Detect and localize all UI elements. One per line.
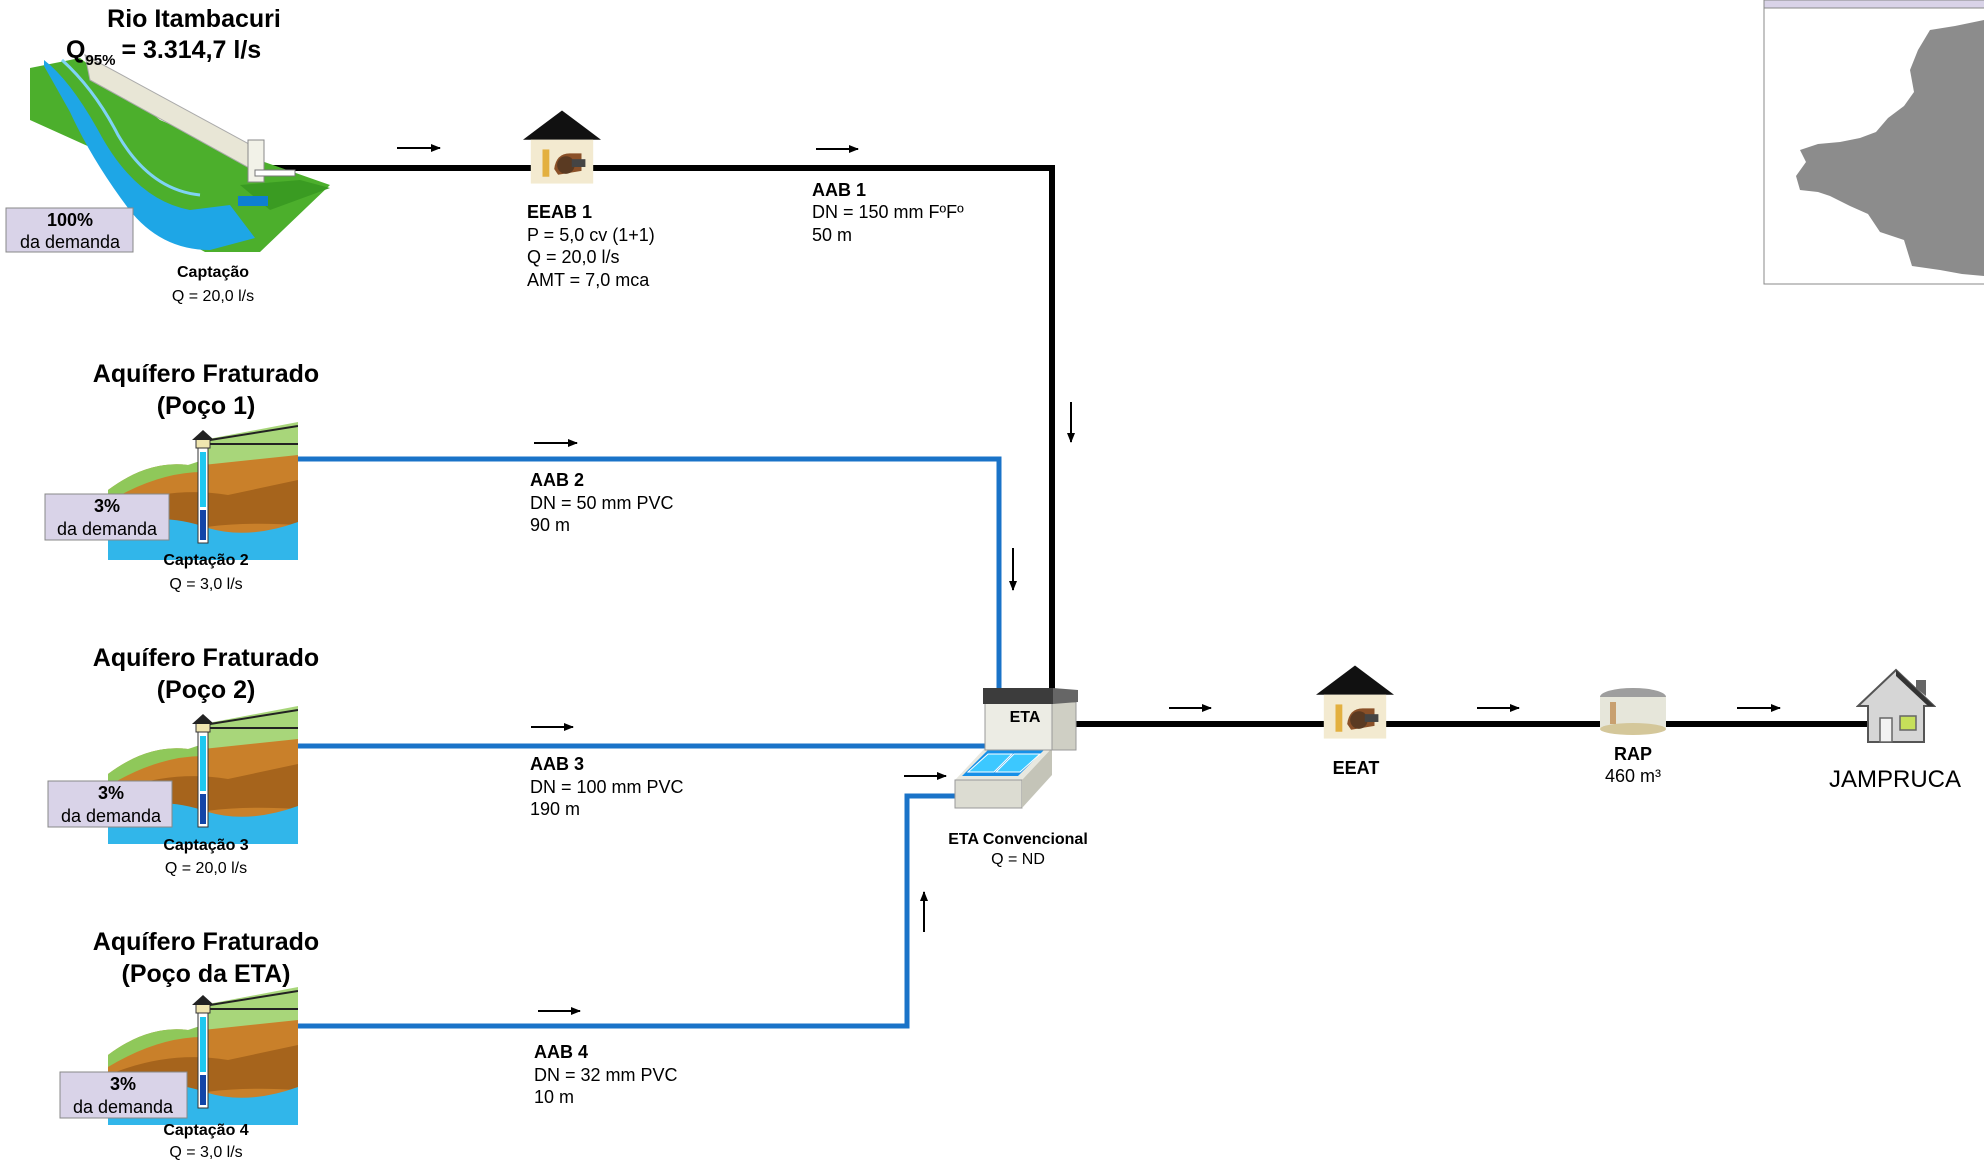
aab3-dn: DN = 100 mm PVC <box>530 777 684 797</box>
pump-house-icon <box>523 110 601 184</box>
treatment-plant-icon <box>954 688 1078 809</box>
river-intake-label: Captação <box>177 264 249 281</box>
eeab1-flow: Q = 20,0 l/s <box>527 247 620 267</box>
aab1-name: AAB 1 <box>812 180 866 200</box>
aab4-dn: DN = 32 mm PVC <box>534 1065 678 1085</box>
eeab1-name: EEAB 1 <box>527 202 592 222</box>
svg-text:da demanda: da demanda <box>61 806 162 826</box>
well3-title-1: Aquífero Fraturado <box>93 928 319 956</box>
aab3-name: AAB 3 <box>530 754 584 774</box>
pump-house-icon <box>1316 665 1394 739</box>
eeab1-head: AMT = 7,0 mca <box>527 270 650 290</box>
svg-text:3%: 3% <box>98 783 124 803</box>
river-intake-q: Q = 20,0 l/s <box>172 288 254 305</box>
well2-intake-q: Q = 20,0 l/s <box>165 860 247 877</box>
flow-arrows <box>397 144 1781 1015</box>
demand-badge-well1: 3% da demanda <box>44 493 170 541</box>
demand-badge-river: 100% da demanda <box>5 207 134 253</box>
house-icon <box>1857 669 1935 743</box>
aab1-length: 50 m <box>812 225 852 245</box>
aab2-dn: DN = 50 mm PVC <box>530 493 674 513</box>
demand-badge-well3: 3% da demanda <box>59 1071 188 1119</box>
well2-title-1: Aquífero Fraturado <box>93 644 319 672</box>
svg-text:da demanda: da demanda <box>57 519 158 539</box>
river-intake-icon <box>30 54 330 252</box>
well2-intake-label: Captação 3 <box>163 837 248 854</box>
destination-name: JAMPRUCA <box>1829 766 1961 793</box>
well1-intake-q: Q = 3,0 l/s <box>169 576 242 593</box>
aab1-dn: DN = 150 mm FºFº <box>812 202 964 222</box>
pipe-aab2 <box>285 456 1002 690</box>
svg-text:3%: 3% <box>110 1074 136 1094</box>
location-map-icon <box>1763 0 1984 285</box>
reservoir-tank-icon <box>1600 688 1666 735</box>
well2-title-2: (Poço 2) <box>157 676 256 704</box>
well1-intake-label: Captação 2 <box>163 552 248 569</box>
well1-title-1: Aquífero Fraturado <box>93 360 319 388</box>
eta-roof-label: ETA <box>1010 709 1041 726</box>
well3-title-2: (Poço da ETA) <box>122 960 291 988</box>
eta-name: ETA Convencional <box>948 831 1088 848</box>
aab4-length: 10 m <box>534 1087 574 1107</box>
eta-flow: Q = ND <box>991 851 1045 868</box>
well1-title-2: (Poço 1) <box>157 392 256 420</box>
svg-text:3%: 3% <box>94 496 120 516</box>
rap-volume: 460 m³ <box>1605 766 1661 786</box>
rap-name: RAP <box>1614 744 1652 764</box>
pipe-aab4 <box>285 793 955 1029</box>
svg-text:100%: 100% <box>47 210 93 230</box>
aab2-name: AAB 2 <box>530 470 584 490</box>
aab3-length: 190 m <box>530 799 580 819</box>
river-q95: Q95%= 3.314,7 l/s <box>66 36 261 69</box>
eeat-name: EEAT <box>1333 758 1380 778</box>
aab4-name: AAB 4 <box>534 1042 588 1062</box>
aab2-length: 90 m <box>530 515 570 535</box>
pipe-aab1 <box>255 165 1055 690</box>
well3-intake-label: Captação 4 <box>163 1122 248 1139</box>
eeab1-power: P = 5,0 cv (1+1) <box>527 225 655 245</box>
well3-intake-q: Q = 3,0 l/s <box>169 1144 242 1161</box>
svg-text:da demanda: da demanda <box>73 1097 174 1117</box>
demand-badge-well2: 3% da demanda <box>47 780 173 828</box>
river-name: Rio Itambacuri <box>107 5 281 33</box>
svg-text:da demanda: da demanda <box>20 232 121 252</box>
